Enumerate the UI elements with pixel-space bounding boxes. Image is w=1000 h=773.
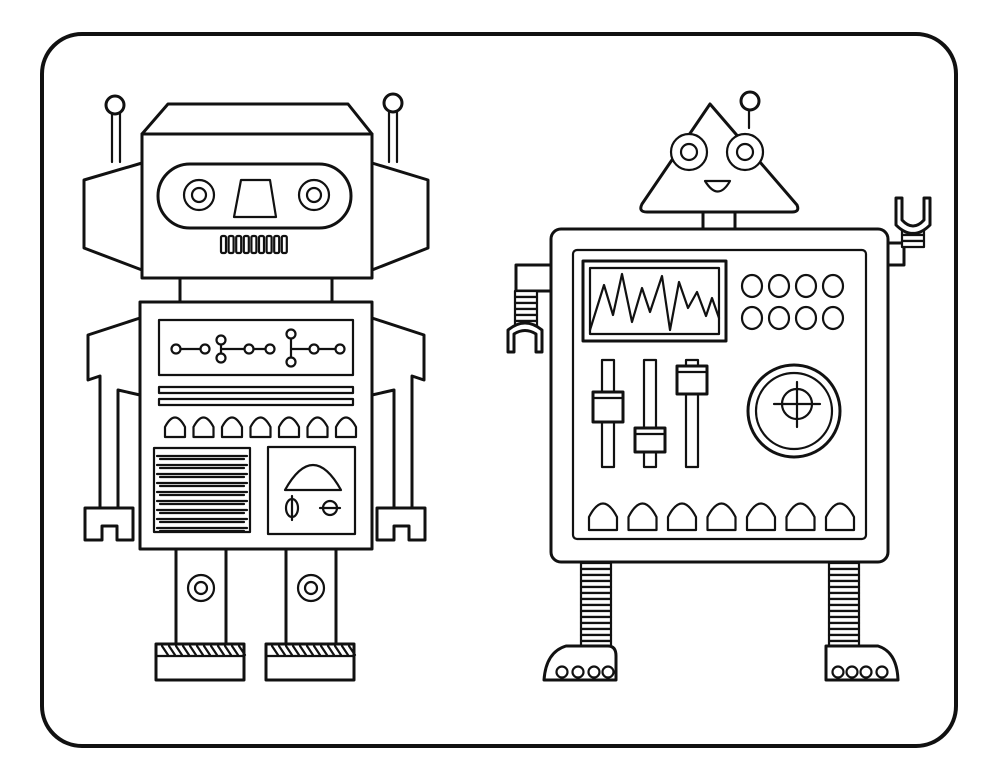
oscilloscope-screen (581, 259, 728, 343)
triangle-head-robot (506, 90, 932, 682)
stripe-bottom (157, 397, 355, 407)
triangle-head (639, 102, 800, 214)
robot-neck (178, 276, 334, 304)
vent-grille (152, 446, 252, 534)
head-antenna (739, 90, 761, 130)
indicator-lights (740, 273, 845, 331)
stripe-top (157, 385, 355, 395)
smile-icon (703, 179, 732, 193)
right-leg (824, 561, 900, 682)
dial-right-icon (318, 499, 342, 517)
left-antenna (104, 94, 126, 164)
circuit-traces (170, 328, 346, 368)
right-leg (264, 547, 357, 682)
slider-controls (591, 358, 709, 469)
dial-left-icon (284, 494, 300, 522)
right-arm (370, 316, 427, 542)
robot-head (140, 102, 374, 280)
left-leg (154, 547, 247, 682)
left-arm (83, 316, 142, 542)
left-arm (506, 263, 554, 354)
right-antenna (382, 92, 404, 164)
right-foot (264, 642, 356, 682)
circuit-panel (157, 318, 355, 377)
boxy-robot (82, 92, 430, 682)
nose-icon (232, 178, 278, 219)
mouth-grille (219, 234, 288, 255)
robot-neck (701, 210, 737, 231)
gauge-dome-icon (283, 463, 343, 492)
right-arm (886, 196, 932, 267)
gauge-panel (266, 445, 357, 536)
left-leg (542, 561, 618, 682)
waveform-icon (588, 272, 721, 332)
button-row (587, 502, 856, 532)
button-row (163, 416, 358, 439)
target-dial-icon (746, 363, 842, 459)
